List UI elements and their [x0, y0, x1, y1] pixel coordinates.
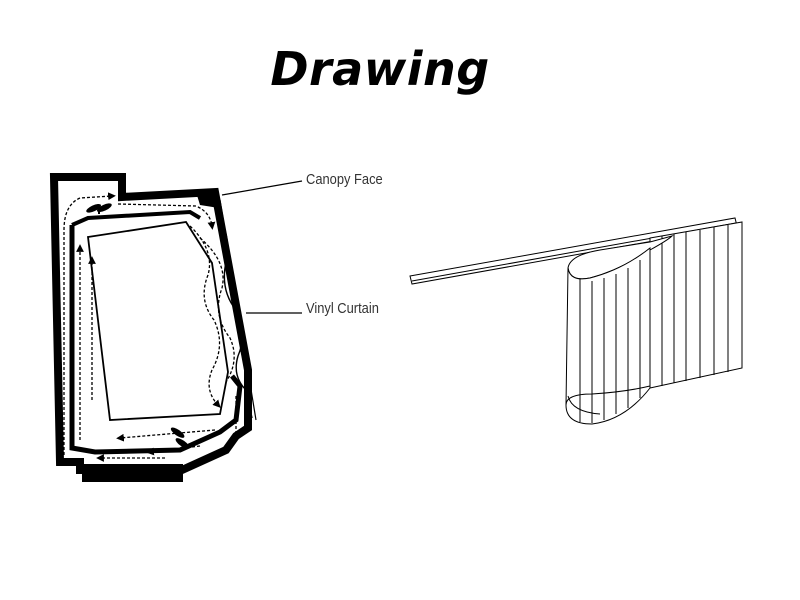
canopy-face-label: Canopy Face: [306, 171, 383, 188]
canopy-face-leader: [221, 180, 303, 196]
curl-strip-lines: [579, 260, 641, 423]
fan-icon: [86, 203, 112, 214]
case-top-liner: [71, 209, 202, 227]
case-base: [82, 464, 183, 482]
curtain-rail-illustration: [409, 217, 743, 425]
vinyl-curtain-label: Vinyl Curtain: [306, 300, 379, 317]
display-case-cross-section: [49, 173, 303, 482]
page-title: Drawing: [270, 42, 490, 96]
case-outer-shell: [49, 173, 252, 474]
display-opening: [87, 221, 229, 421]
curtain-strip-lines: [661, 225, 729, 386]
curtain-curl-body: [565, 246, 651, 425]
curtain-outer-line: [219, 199, 257, 421]
canopy-cap: [196, 190, 219, 208]
fan-icon: [170, 427, 190, 449]
case-inner-liner: [69, 225, 243, 455]
airflow-arrows: [63, 192, 237, 462]
